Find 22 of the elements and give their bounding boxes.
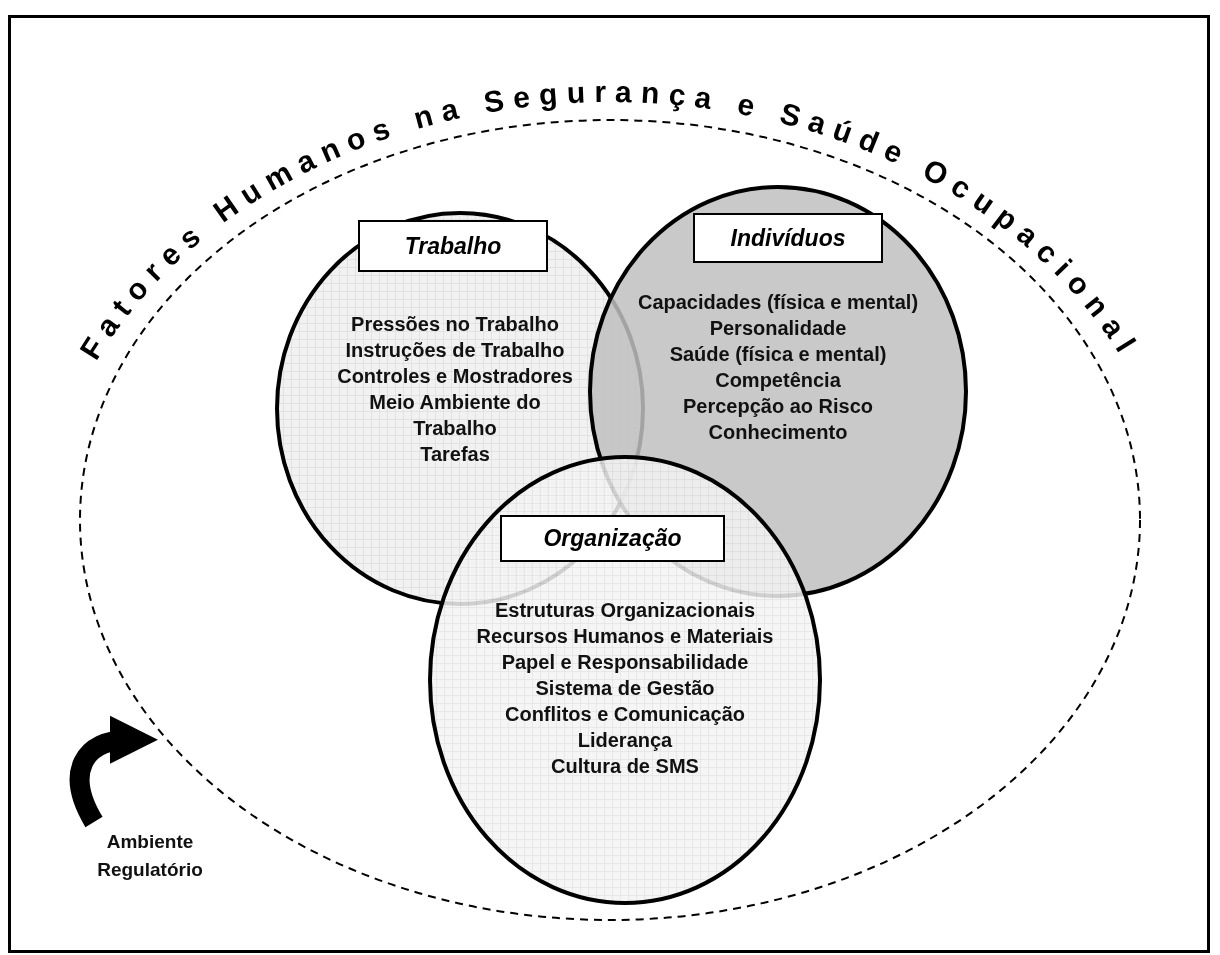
factor-item: Papel e Responsabilidade bbox=[500, 650, 750, 675]
factor-item: Saúde (física e mental) bbox=[668, 342, 888, 367]
factor-item: Percepção ao Risco bbox=[681, 394, 875, 419]
factor-item: Estruturas Organizacionais bbox=[493, 598, 757, 623]
factor-item: Personalidade bbox=[708, 316, 848, 341]
regulatory-label: Ambiente Regulatório bbox=[96, 830, 204, 882]
category-label: Indivíduos bbox=[693, 213, 883, 263]
factor-item: Pressões no Trabalho bbox=[350, 312, 560, 337]
factor-item: Sistema de Gestão bbox=[534, 676, 716, 701]
factor-item: Conflitos e Comunicação bbox=[504, 702, 746, 727]
factor-item: Instruções de Trabalho bbox=[344, 338, 566, 363]
factor-item: Tarefas bbox=[419, 442, 491, 467]
factor-item: Meio Ambiente do Trabalho bbox=[368, 390, 542, 441]
factor-item: Recursos Humanos e Materiais bbox=[475, 624, 775, 649]
category-label: Trabalho bbox=[358, 220, 548, 272]
factor-item: Controles e Mostradores bbox=[336, 364, 574, 389]
factor-item: Liderança bbox=[576, 728, 674, 753]
factor-item: Conhecimento bbox=[707, 420, 849, 445]
factor-item: Capacidades (física e mental) bbox=[636, 290, 920, 315]
factor-item: Competência bbox=[714, 368, 842, 393]
factor-item: Cultura de SMS bbox=[550, 754, 700, 779]
category-label: Organização bbox=[500, 515, 725, 562]
